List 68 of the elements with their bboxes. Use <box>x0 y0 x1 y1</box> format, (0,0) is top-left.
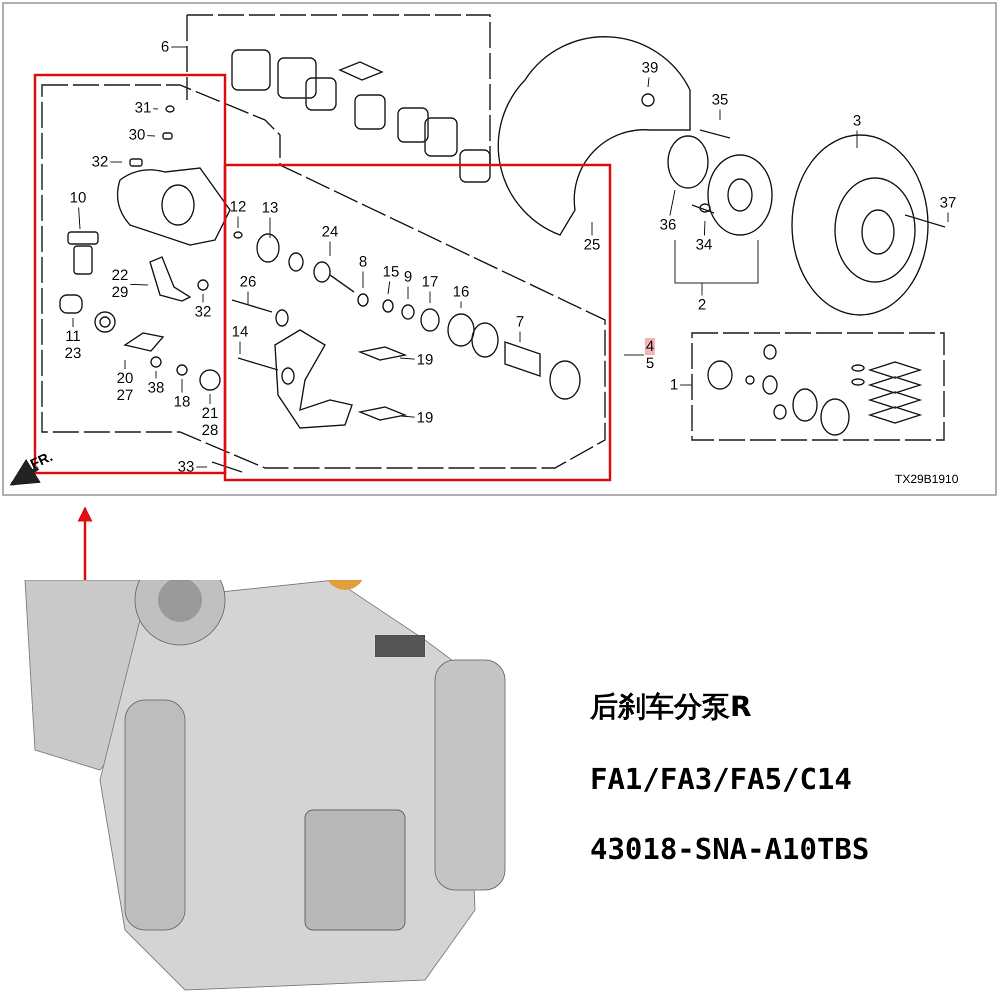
callout-number: 13 <box>260 200 280 216</box>
drawing-code: TX29B1910 <box>895 472 958 486</box>
leader-line <box>648 77 650 88</box>
arrow <box>78 506 92 580</box>
leader-line <box>72 318 74 328</box>
product-title: 后刹车分泵R <box>590 689 752 725</box>
callout-number: 3 <box>852 112 862 130</box>
callout-number: 32 <box>90 154 110 170</box>
callout-number: 26 <box>238 274 258 290</box>
callout-number: 34 <box>694 236 714 254</box>
callout-number: 16 <box>452 284 470 300</box>
callout-number: 24 <box>320 224 340 240</box>
leader-line <box>146 135 156 136</box>
callout-number: 7 <box>514 314 526 330</box>
callout-number: 37 <box>938 194 958 212</box>
part-number: 43018-SNA-A10TBS <box>590 832 870 866</box>
leader-line <box>460 301 462 308</box>
callout-number: 11 <box>64 328 82 345</box>
callout-number: 19 <box>416 352 434 368</box>
leader-line <box>674 240 758 296</box>
callout-number: 28 <box>200 422 220 439</box>
leader-line <box>704 220 706 236</box>
leader-line <box>624 354 644 356</box>
callout-number: 22 <box>110 267 130 284</box>
callout-number: 23 <box>64 345 82 362</box>
callout-number: 29 <box>110 284 130 301</box>
leader-line <box>152 108 158 110</box>
callout-number: 21 <box>200 405 220 422</box>
model-codes: FA1/FA3/FA5/C14 <box>590 762 852 796</box>
callout-number: 19 <box>416 410 434 426</box>
callout-number: 30 <box>128 126 146 144</box>
callout-number: 14 <box>230 324 250 340</box>
callout-number: 18 <box>172 394 192 410</box>
callout-number: 20 <box>116 370 134 387</box>
callout-number: 17 <box>420 274 440 290</box>
leader-line <box>124 360 126 370</box>
callout-number: 10 <box>68 190 88 206</box>
callout-number: 12 <box>228 198 248 216</box>
direction-label: FR. <box>28 448 55 472</box>
callout-number: 9 <box>402 268 414 286</box>
callout-number: 15 <box>382 264 400 280</box>
leader-line <box>170 46 188 48</box>
callout-number: 31 <box>134 100 152 116</box>
callout-number: 38 <box>146 380 166 396</box>
leader-line <box>362 271 364 288</box>
callout-number: 39 <box>640 60 660 76</box>
callout-number: 25 <box>582 236 602 254</box>
callout-number: 8 <box>358 254 368 270</box>
leader-line <box>856 130 858 148</box>
leader-line <box>130 284 148 286</box>
callout-number: 5 <box>644 355 656 372</box>
callout-number: 32 <box>194 304 212 320</box>
leader-line <box>400 416 416 418</box>
leader-line <box>388 281 390 294</box>
leader-line <box>202 294 204 303</box>
leader-line <box>400 358 416 360</box>
callout-number: 36 <box>658 216 678 234</box>
callout-number: 4 <box>644 338 656 355</box>
leader-line <box>680 384 692 386</box>
callout-number: 33 <box>176 458 196 476</box>
leader-line <box>196 466 208 468</box>
leader-line <box>78 207 80 230</box>
callout-number: 35 <box>710 92 730 108</box>
callout-number: 27 <box>116 387 134 404</box>
callout-number: 6 <box>160 38 170 56</box>
callout-number: 1 <box>668 376 680 394</box>
leader-line <box>669 190 676 216</box>
callout-number: 2 <box>696 296 708 314</box>
